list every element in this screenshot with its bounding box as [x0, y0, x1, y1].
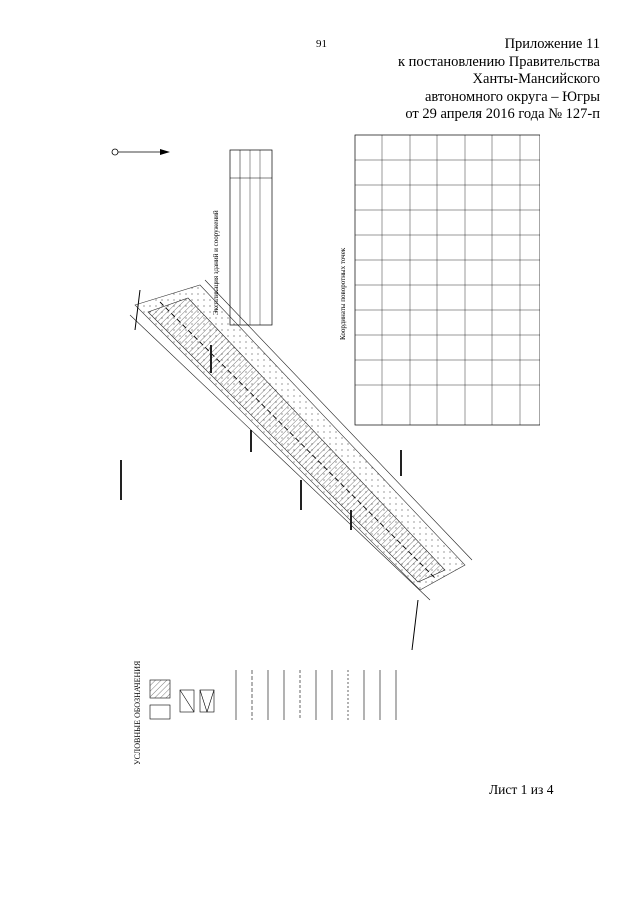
sheet-label: Лист 1 из 4: [489, 782, 554, 797]
legend-title: УСЛОВНЫЕ ОБОЗНАЧЕНИЯ: [133, 660, 142, 765]
explication-title: Экспликация зданий и сооружений: [212, 210, 220, 315]
explication-table: Экспликация зданий и сооружений: [212, 149, 273, 326]
appendix-line-4: автономного округа – Югры: [424, 88, 600, 105]
north-arrow: [111, 148, 170, 156]
coordinates-title: Координаты поворотных точек: [339, 247, 347, 340]
survey-map-drawing: Экспликация зданий и сооружений Координа…: [100, 130, 540, 770]
appendix-header: Приложение 11 к постановлению Правительс…: [320, 36, 600, 124]
corridor-notes: [120, 345, 402, 530]
appendix-title: Приложение 11: [504, 36, 600, 52]
appendix-line-2: к постановлению Правительства: [398, 53, 600, 70]
page-number: 91: [316, 38, 327, 50]
corridor-strip: [129, 279, 473, 651]
coordinates-table: Координаты поворотных точек: [339, 134, 540, 426]
appendix-line-3: Ханты-Мансийского: [472, 71, 600, 87]
legend: УСЛОВНЫЕ ОБОЗНАЧЕНИЯ: [133, 660, 397, 765]
appendix-line-5: от 29 апреля 2016 года № 127-п: [405, 106, 600, 122]
